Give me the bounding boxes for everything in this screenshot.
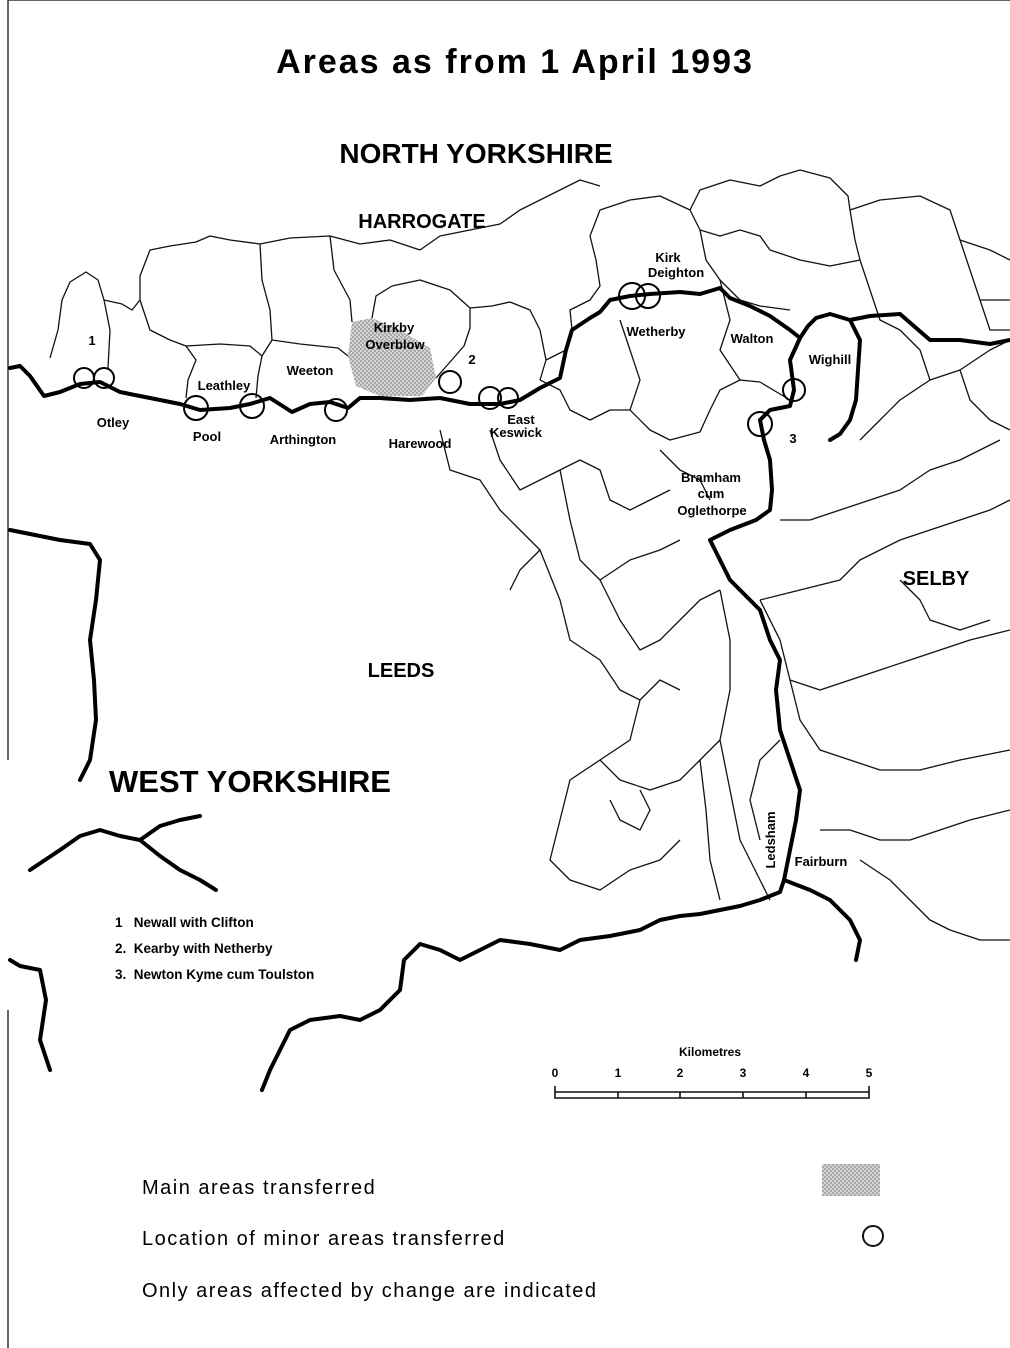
legend-circle-icon [862,1225,884,1247]
legend-only-label: Only areas affected by change are indica… [142,1280,598,1302]
legend-stipple-swatch [822,1164,880,1196]
label-leathley: Leathley [198,378,252,393]
scale-tick-0: 0 [552,1066,559,1080]
district-harrogate: HARROGATE [358,211,485,233]
label-fairburn: Fairburn [795,854,848,869]
label-arthington: Arthington [270,432,336,447]
label-keswick: Keswick [490,425,543,440]
county-boundaries [8,286,1010,1092]
note-2: 2. Kearby with Netherby [115,941,273,956]
label-cum: cum [698,486,725,501]
legend: Main areas transferred Location of minor… [142,1164,884,1302]
county-north-yorkshire: NORTH YORKSHIRE [339,138,612,169]
note-1: 1 Newall with Clifton [115,915,254,930]
label-otley: Otley [97,415,130,430]
label-ledsham: Ledsham [763,811,778,868]
marker-2: 2 [468,352,475,367]
scale-bar: Kilometres 0 1 2 3 4 5 [552,1045,873,1099]
marker-3: 3 [789,431,796,446]
district-selby: SELBY [903,568,970,590]
page-frame [7,0,1010,1348]
county-west-yorkshire: WEST YORKSHIRE [109,764,391,799]
label-harewood: Harewood [389,436,452,451]
label-kirkby: Kirkby [374,320,415,335]
label-bramham: Bramham [681,470,741,485]
scale-tick-3: 3 [740,1066,747,1080]
minor-area-markers [73,282,806,437]
label-wetherby: Wetherby [627,324,687,339]
legend-minor-label: Location of minor areas transferred [142,1228,506,1250]
label-oglethorpe: Oglethorpe [677,503,746,518]
scale-label: Kilometres [679,1045,741,1059]
label-overblow: Overblow [365,337,425,352]
main-area-transferred [348,318,436,396]
label-pool: Pool [193,429,221,444]
district-leeds: LEEDS [368,660,435,682]
label-weeton: Weeton [287,363,334,378]
scale-tick-2: 2 [677,1066,684,1080]
label-walton: Walton [731,331,774,346]
map-title: Areas as from 1 April 1993 [276,43,754,81]
scale-tick-5: 5 [866,1066,873,1080]
legend-main-label: Main areas transferred [142,1177,376,1199]
marker-1: 1 [88,333,95,348]
label-kirk: Kirk [655,250,681,265]
parish-boundaries [49,169,1010,941]
note-3: 3. Newton Kyme cum Toulston [115,967,314,982]
scale-tick-4: 4 [803,1066,810,1080]
scale-tick-1: 1 [615,1066,622,1080]
label-east: East [507,412,535,427]
label-wighill: Wighill [809,352,852,367]
label-deighton: Deighton [648,265,704,280]
